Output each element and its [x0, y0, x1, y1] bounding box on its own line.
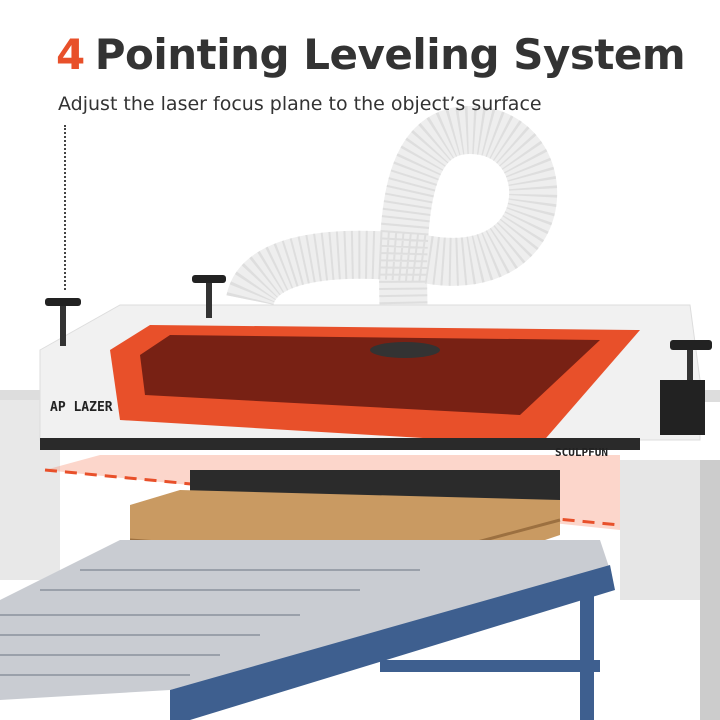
title-number: 4 [56, 30, 85, 79]
tinted-window [140, 335, 600, 415]
conveyor-side-rail [170, 565, 615, 720]
front-bar [40, 438, 640, 450]
right-leg [700, 460, 720, 720]
roller-conveyor [0, 540, 610, 700]
conveyor-leg [580, 580, 594, 720]
conveyor-crossbar [380, 660, 600, 672]
callout-dotted-line [64, 125, 66, 290]
model-label: AP LAZER [50, 400, 113, 415]
exhaust-hose [226, 105, 558, 351]
brand-logo: SCULPFUN [555, 446, 608, 459]
leveling-knob[interactable] [660, 340, 712, 435]
title-text: Pointing Leveling System [94, 30, 686, 79]
leveling-knob[interactable] [45, 298, 81, 346]
subtitle: Adjust the laser focus plane to the obje… [58, 93, 542, 115]
conveyor-rollers [0, 569, 420, 676]
leveling-knob[interactable] [192, 275, 226, 318]
hose-collar [370, 342, 440, 358]
